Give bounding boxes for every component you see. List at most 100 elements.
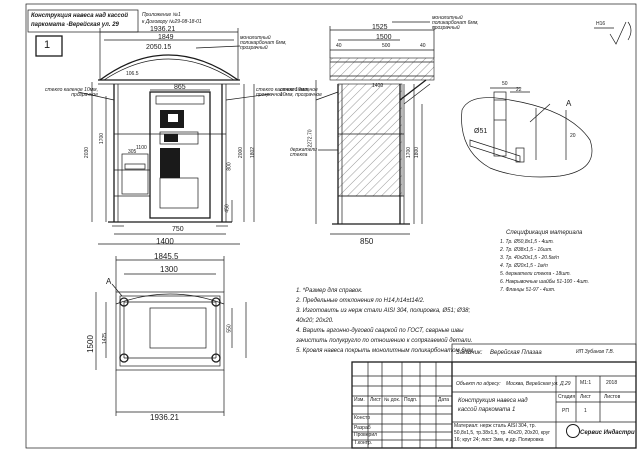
tb-customer-label: Заказчик: <box>456 350 483 356</box>
front-dim-1802: 1802 <box>250 146 257 159</box>
spec-item-4: 4. Тр. Ø20х1,5 - 1м/п <box>500 263 548 269</box>
tb-object-value: Москва, Верейская ул. Д.29 <box>506 381 571 387</box>
detail-dim-51: Ø51 <box>474 128 488 135</box>
header-title-box <box>27 9 139 33</box>
side-dim-40a: 40 <box>336 43 342 49</box>
detail-outline <box>461 97 593 178</box>
detail-dim-20: 20 <box>570 133 576 139</box>
title-block-frame <box>351 343 637 449</box>
detail-dim-50: 50 <box>502 81 508 87</box>
tb-role-tkontr: Т.контр. <box>354 440 373 446</box>
spec-item-7: 7. Фланцы 51-97 - 4шт. <box>500 287 556 293</box>
tb-stage-value: РП <box>562 408 569 414</box>
side-note-polycarbonate: монолитный поликарбонат 6мм, прозрачный <box>432 15 479 31</box>
spec-item-6: 6. Накрывочные шайбы 51-100 - 4шт. <box>500 279 590 285</box>
front-dim-top-inner: 1849 <box>158 34 174 41</box>
tb-col-date: Дата <box>438 397 450 403</box>
side-dim-1525: 1525 <box>372 24 388 31</box>
detail-dim-22: 22 <box>516 87 522 93</box>
appendix-line1: Приложение №1 <box>142 12 181 18</box>
header-title-line2: паркомата -Верейская ул. 29 <box>31 22 119 28</box>
tb-sheets-label: Листов <box>604 394 621 400</box>
front-dim-800: 800 <box>226 162 233 171</box>
tb-scale: М1:1 <box>580 380 592 386</box>
side-dim-1800: 1800 <box>414 146 421 159</box>
front-view <box>77 28 271 245</box>
top-dim-1845: 1845.5 <box>154 252 179 261</box>
header-title-line1: Конструкция навеса над кассой <box>31 13 129 19</box>
side-dim-1400: 1400 <box>372 83 384 89</box>
front-dim-top-total: 1936.21 <box>150 26 176 33</box>
front-canopy-arc <box>99 54 239 81</box>
sheet-number: 1 <box>44 39 51 51</box>
top-meter <box>149 307 207 349</box>
front-dim-450: 450 <box>224 204 231 213</box>
front-dim-750: 750 <box>172 226 184 233</box>
top-dim-550: 550 <box>226 324 233 333</box>
top-canopy-outline <box>115 291 225 371</box>
appendix-line2: к Договору №29-08-18-01 <box>142 19 202 25</box>
top-label-a: А <box>106 277 112 286</box>
tb-customer-value: Верейская Плазаа <box>490 350 542 356</box>
side-note-glass: стекло каленое 10мм, прозрачное <box>280 87 322 98</box>
tb-col-doc: № док. <box>384 397 401 403</box>
top-dim-1300: 1300 <box>160 265 178 274</box>
front-dim-2000: 2000 <box>238 146 245 159</box>
tb-role-konstr: Констр <box>354 415 371 421</box>
note-4: 4. Варить аргонно-дуговой сваркой по ГОС… <box>296 328 464 334</box>
side-dim-1500: 1500 <box>376 34 392 41</box>
note-3-cont: 40х20; 20х20. <box>296 318 334 324</box>
side-dim-850: 850 <box>360 237 374 246</box>
tb-company: Сервис Индастри <box>580 430 635 436</box>
front-dim-305: 305 <box>128 149 137 155</box>
front-note-polycarbonate: монолитный поликарбонат 6мм, прозрачный <box>240 35 287 51</box>
tb-sheet-label: Лист <box>580 394 591 400</box>
tb-stage-label: Стадия <box>558 394 576 400</box>
tb-materials-line1: Материал: нерж сталь AISI 304, тр. <box>454 423 536 429</box>
note-2: 2. Предельные отклонения по H14,h14±t14/… <box>296 298 425 304</box>
top-dim-1425: 1425 <box>102 332 109 345</box>
tb-doc-title-line2: кассой паркомата 1 <box>458 407 516 413</box>
side-roof <box>329 57 435 81</box>
front-dim-865: 865 <box>174 84 186 91</box>
tb-year: 2018 <box>606 380 618 386</box>
side-dim-1700: 1700 <box>406 146 413 159</box>
note-4-cont: зачистить полукругло по отношению к сопр… <box>296 338 473 344</box>
tb-materials-line2: 50,8х1,5, тр.38х1,5, тр. 40х20, 20х20, к… <box>454 430 551 436</box>
note-1: 1. *Размер для справок. <box>296 288 363 294</box>
top-dim-1500: 1500 <box>85 335 95 353</box>
tb-author: ИП Зубанов Т.В. <box>576 349 615 355</box>
tb-role-prover: Проверил <box>354 432 378 438</box>
tb-col-sign: Подп. <box>404 397 418 403</box>
front-dim-1100: 1100 <box>136 145 147 151</box>
top-view <box>95 256 247 416</box>
side-glass-panel <box>337 83 403 197</box>
detail-label-a: А <box>566 99 572 108</box>
side-dim-500: 500 <box>382 43 391 49</box>
spec-item-2: 2. Тр. Ø38х1,5 - 16шт. <box>500 247 553 253</box>
detail-a <box>461 21 632 178</box>
tb-col-izm: Изм. <box>354 397 365 403</box>
front-note-glass-left: стекло каленое 10мм, прозрачное <box>45 87 98 98</box>
tb-object-label: Объект по адресу: <box>456 381 501 387</box>
tb-materials-line3: 16; круг 24; лист 3мм, и др. Полировка <box>454 437 544 443</box>
sheet-number-box <box>35 35 63 57</box>
tb-role-razrab: Разраб <box>354 425 371 431</box>
top-dim-1936: 1936.21 <box>150 413 179 422</box>
spec-item-3: 3. Тр. 40х20х1,5 - 20.5м/п <box>500 255 559 261</box>
detail-roughness: H16 <box>596 21 606 27</box>
front-note-glass-right: стекло каленое 10мм, прозрачное <box>256 87 309 98</box>
tb-col-list: Лист <box>370 397 381 403</box>
company-logo-icon <box>566 424 580 438</box>
tb-doc-title-line1: Конструкция навеса над <box>458 398 528 404</box>
spec-item-5: 5. держатели стекла - 18шт. <box>500 271 571 277</box>
side-dim-40b: 40 <box>420 43 426 49</box>
note-5: 5. Кровля навеса покрыть монолитным поли… <box>296 348 475 354</box>
front-dim-1400: 1400 <box>156 237 174 246</box>
front-dim-2030: 2030 <box>84 146 91 159</box>
front-dim-arc: 2050.15 <box>146 44 172 51</box>
parking-meter <box>149 91 211 219</box>
sheet-frame <box>25 3 637 449</box>
